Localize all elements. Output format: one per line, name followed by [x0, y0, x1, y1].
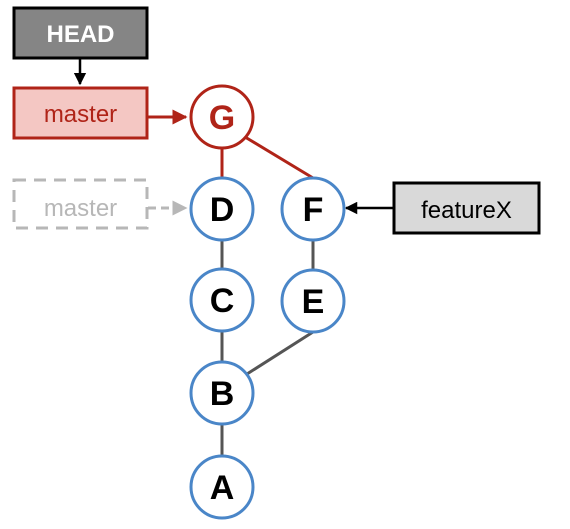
feature-ref: featureX: [344, 181, 541, 235]
old-master-box: [12, 178, 149, 230]
commit-label-c: C: [210, 282, 235, 320]
commit-edges: [220, 135, 315, 456]
edge-g-f: [244, 135, 314, 180]
old-master-ref: master: [12, 178, 188, 230]
master-ref: master: [12, 86, 188, 140]
old-master-label: master: [44, 195, 117, 222]
feature-box: [392, 181, 541, 235]
commit-node-c: C: [189, 267, 255, 333]
commit-node-f: F: [280, 176, 346, 242]
commit-node-e: E: [280, 268, 346, 334]
commit-label-a: A: [210, 469, 235, 507]
head-label: HEAD: [46, 21, 114, 48]
feature-label: featureX: [421, 197, 512, 224]
head-ref: HEAD: [12, 6, 149, 86]
commit-node-d: D: [189, 176, 255, 242]
master-label: master: [44, 101, 117, 128]
commit-label-g: G: [209, 99, 235, 137]
commit-label-b: B: [210, 375, 235, 413]
commit-node-b: B: [189, 360, 255, 426]
commit-label-e: E: [302, 283, 325, 321]
edge-e-b: [246, 330, 314, 376]
commit-node-g: G: [189, 84, 255, 150]
commit-label-d: D: [210, 191, 235, 229]
master-box: [12, 86, 149, 140]
commit-node-a: A: [189, 454, 255, 520]
commit-label-f: F: [303, 191, 324, 229]
